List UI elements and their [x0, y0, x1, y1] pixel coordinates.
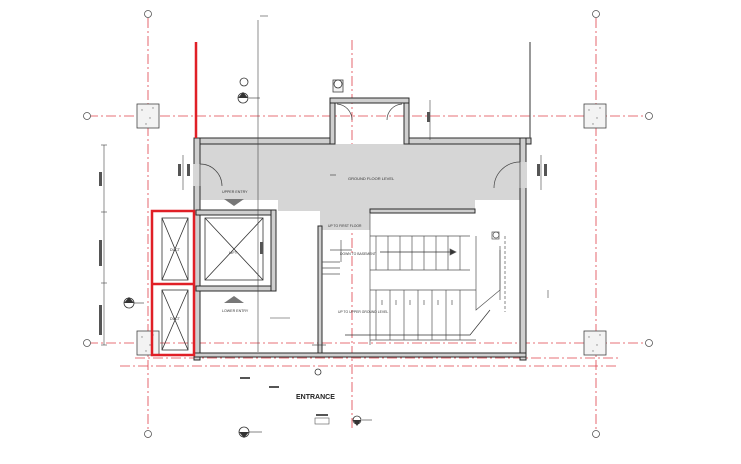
section-markers — [123, 77, 362, 438]
label-duct-lower: DUCT — [170, 317, 181, 321]
label-up-to-first-floor: UP TO FIRST FLOOR — [328, 224, 362, 228]
dimension-ticks — [99, 112, 547, 425]
dimension-lines — [101, 15, 549, 352]
label-lower-entry: LOWER ENTRY — [222, 309, 249, 313]
label-duct-upper: DUCT — [170, 248, 181, 252]
red-walls — [150, 42, 531, 357]
side-steps — [322, 231, 500, 275]
entry-arrows — [224, 199, 244, 303]
label-up-to-upper-ground-level: UP TO UPPER GROUND LEVEL — [338, 310, 388, 314]
stairs — [330, 213, 506, 345]
label-ground-floor-level: GROUND FLOOR LEVEL — [348, 176, 395, 181]
marker-tags — [134, 97, 372, 433]
label-down-to-basement: DOWN TO BASEMENT — [340, 252, 376, 256]
label-entrance: ENTRANCE — [296, 394, 335, 401]
label-upper-entry: UPPER ENTRY — [222, 190, 248, 194]
lift-car — [204, 217, 264, 281]
label-lift: LIFT — [229, 250, 238, 255]
walls — [193, 97, 532, 361]
doors — [193, 103, 527, 189]
grid-lines — [88, 18, 648, 438]
marker-arrows — [124, 92, 361, 438]
level-marks — [270, 174, 336, 346]
grid-bubbles — [83, 10, 653, 438]
ground-floor-slab — [200, 144, 525, 230]
duct-boxes — [161, 217, 189, 351]
